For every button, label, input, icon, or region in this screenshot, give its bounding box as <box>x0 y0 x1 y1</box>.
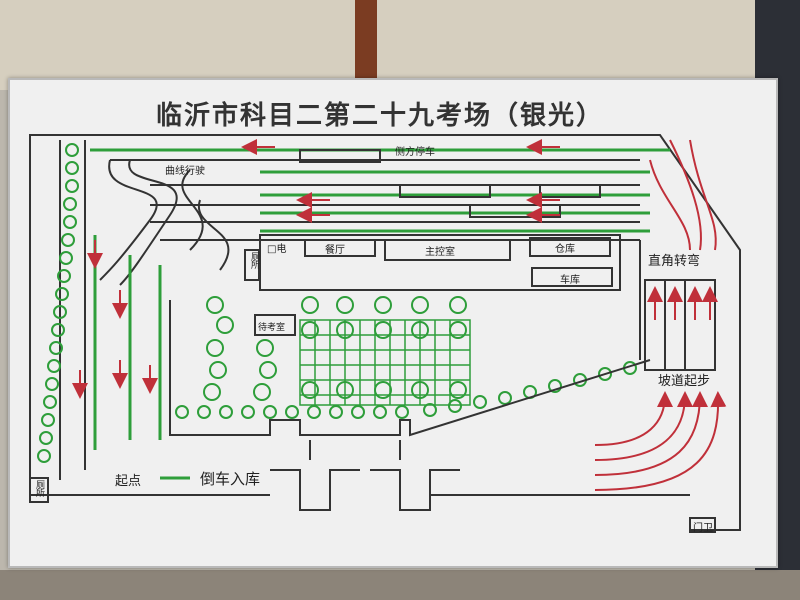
right-angle-turn <box>644 279 716 371</box>
inner-roads <box>169 240 651 437</box>
power-label: □电 <box>267 244 287 255</box>
grid-field <box>299 319 471 406</box>
parking-bays <box>299 149 601 218</box>
gate-label: 门卫 <box>693 523 713 534</box>
site-boundary <box>29 134 741 531</box>
right-curve-arrows <box>649 139 717 251</box>
curve-road-greens <box>93 235 162 450</box>
gate-box <box>689 517 716 533</box>
garage-label: 车库 <box>560 275 580 286</box>
restroom-top-label: 厕所 <box>249 252 259 268</box>
reverse-parking-label: 倒车入库 <box>200 470 261 488</box>
tree-column-left <box>37 143 79 463</box>
restroom-bottom-label: 厕所 <box>34 480 44 496</box>
waiting-room-label: 待考室 <box>258 323 286 333</box>
hill-start-arrows <box>594 391 727 491</box>
restroom-box-bottom <box>29 477 49 503</box>
board-stand <box>0 570 800 600</box>
canteen-label: 餐厅 <box>325 245 345 256</box>
building-block <box>244 234 621 336</box>
trees-field <box>203 296 467 401</box>
reverse-parking-bays <box>270 440 460 511</box>
control-room-label: 主控室 <box>425 247 455 258</box>
side-parking-label: 侧方停车 <box>395 147 435 158</box>
curve-arrows <box>72 240 158 399</box>
top-arrows <box>241 139 560 223</box>
wooden-pillar <box>355 0 377 95</box>
warehouse-label: 仓库 <box>555 244 575 255</box>
right-angle-turn-label: 直角转弯 <box>648 254 701 269</box>
curve-driving-label: 曲线行驶 <box>165 166 205 177</box>
map-title: 临沂市科目二第二十九考场（银光） <box>155 101 604 131</box>
wall-background <box>0 0 800 90</box>
tree-row-bottom <box>175 361 637 419</box>
curve-road <box>59 140 230 480</box>
turn-arrows <box>647 286 718 320</box>
start-point-label: 起点 <box>115 474 142 489</box>
hill-start-label: 坡道起步 <box>658 374 711 389</box>
